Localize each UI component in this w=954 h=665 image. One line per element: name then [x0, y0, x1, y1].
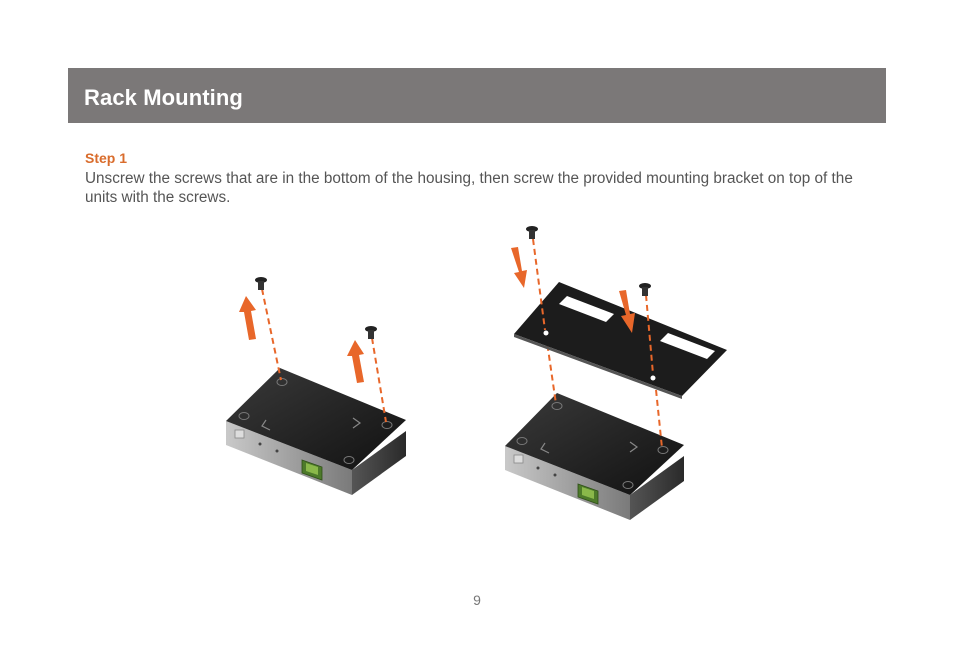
section-header-bar: Rack Mounting [68, 68, 886, 123]
screw-icon [365, 326, 377, 339]
arrow-up-icon [239, 296, 256, 340]
mounting-bracket-icon [514, 282, 727, 399]
device-unit-icon [226, 368, 406, 495]
device-unit-icon [505, 393, 684, 520]
step-label: Step 1 [85, 150, 128, 166]
screw-icon [255, 277, 267, 290]
rack-mounting-illustration [226, 226, 727, 520]
arrow-down-icon [511, 247, 527, 288]
arrow-down-icon [619, 290, 635, 333]
screw-icon [639, 283, 651, 296]
screw-icon [526, 226, 538, 239]
arrow-up-icon [347, 340, 364, 383]
page-title: Rack Mounting [84, 85, 243, 110]
step-instructions: Unscrew the screws that are in the botto… [85, 170, 853, 206]
page-number: 9 [473, 592, 481, 608]
